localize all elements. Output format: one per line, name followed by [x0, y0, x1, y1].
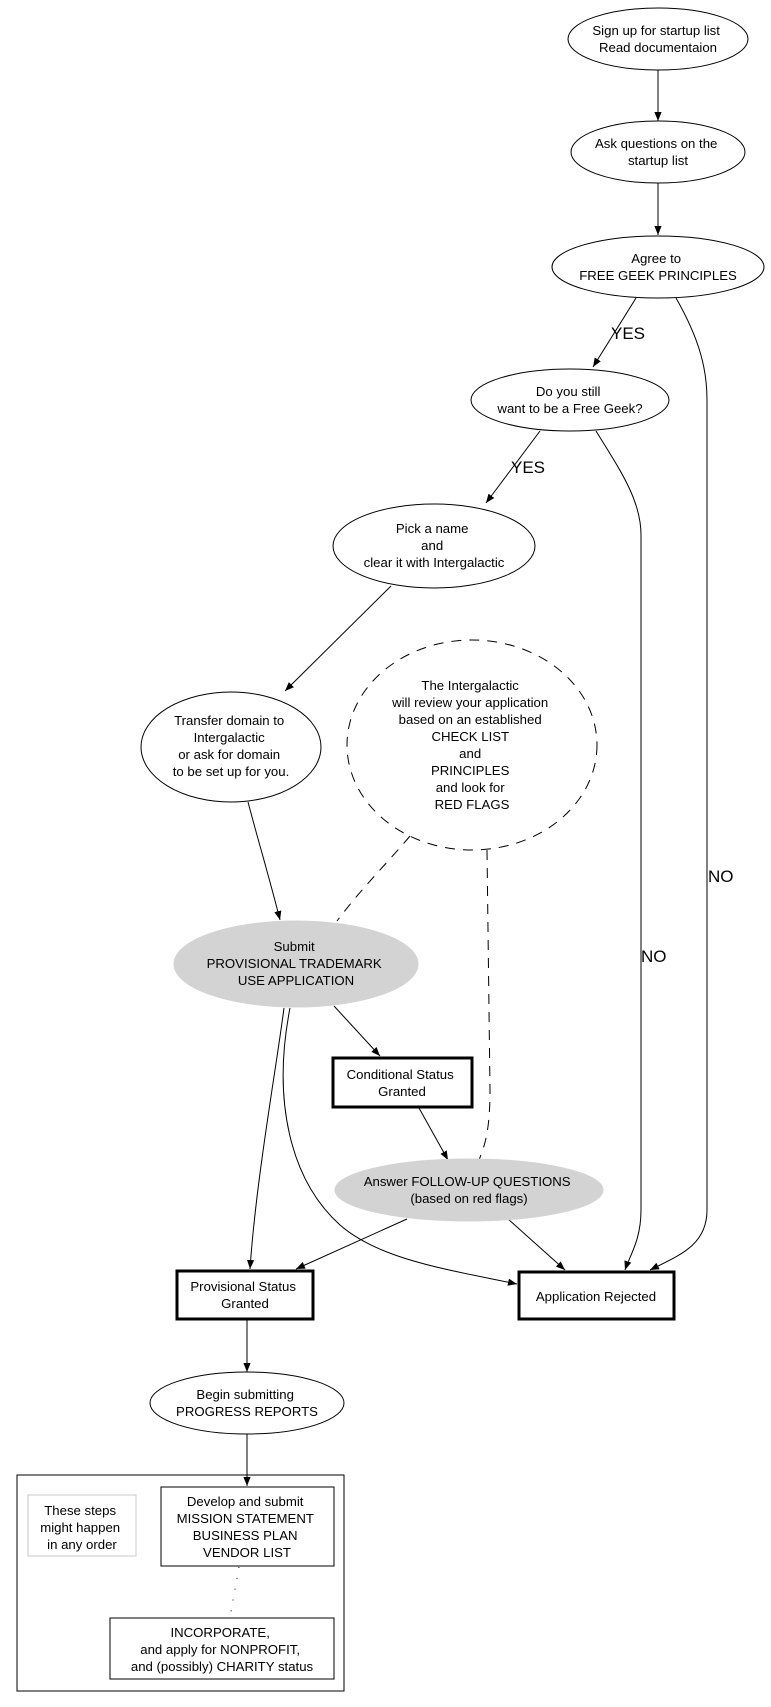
- node-answer-followup: Answer FOLLOW-UP QUESTIONS (based on red…: [334, 1158, 604, 1222]
- node-application-rejected: Application Rejected: [517, 1270, 676, 1321]
- svg-text:Answer FOLLOW-UP QUESTIONS: Answer FOLLOW-UP QUESTIONS (based on red…: [364, 1174, 575, 1206]
- edges: [229, 70, 708, 1618]
- edge-answer-to-provisional: [295, 1218, 408, 1270]
- edge-still-no-to-rejected: [595, 430, 642, 1271]
- node-incorporate: INCORPORATE, and apply for NONPROFIT, an…: [109, 1617, 335, 1680]
- edge-pick-to-transfer: [284, 585, 392, 692]
- edge-agree-no-to-rejected: [649, 297, 708, 1271]
- edge-label-agree-yes: YES: [611, 324, 645, 343]
- edge-submit-to-conditional: [333, 1005, 381, 1057]
- node-transfer-domain: Transfer domain to Intergalactic or ask …: [140, 691, 322, 803]
- svg-text:Conditional Status Grant: Conditional Status Granted: [347, 1067, 458, 1099]
- svg-text:Application Rejected: Application Rejected: [536, 1289, 656, 1304]
- svg-text:Agree to FREE GEEK PRINC: Agree to FREE GEEK PRINCIPLES: [579, 251, 737, 283]
- edge-review-to-answer: [478, 849, 491, 1161]
- any-order-cluster: [16, 1474, 345, 1692]
- node-conditional-status: Conditional Status Granted: [331, 1056, 474, 1109]
- edge-submit-to-provisional: [247, 1007, 285, 1270]
- edge-submit-to-rejected: [282, 1007, 518, 1286]
- note-box: [27, 1494, 137, 1557]
- edge-label-agree-no: NO: [708, 867, 734, 886]
- node-still-free-geek: Do you still want to be a Free Geek?: [470, 368, 670, 432]
- svg-text:INCORPORATE, and apply f: INCORPORATE, and apply for NONPROFIT, an…: [131, 1625, 314, 1674]
- note-text: These steps might happen in any order: [40, 1503, 124, 1552]
- svg-text:Develop and submit MISSI: Develop and submit MISSION STATEMENT BUS…: [177, 1494, 318, 1560]
- edge-label-still-no: NO: [641, 947, 667, 966]
- edge-develop-to-incorporate: [229, 1566, 240, 1618]
- svg-text:Do you still want to be: Do you still want to be a Free Geek?: [496, 384, 642, 416]
- node-ask-questions: Ask questions on the startup list: [570, 120, 746, 184]
- node-submit-application: Submit PROVISIONAL TRADEMARK USE APPLICA…: [173, 920, 419, 1008]
- svg-text:Pick a name and cl: Pick a name and clear it with Intergalac…: [364, 521, 505, 570]
- svg-text:Provisional Status Grant: Provisional Status Granted: [190, 1279, 299, 1311]
- node-pick-name: Pick a name and clear it with Intergalac…: [332, 503, 536, 589]
- node-develop-submit: Develop and submit MISSION STATEMENT BUS…: [160, 1486, 335, 1567]
- node-progress-reports: Begin submitting PROGRESS REPORTS: [149, 1371, 345, 1435]
- node-signup: Sign up for startup list Read documentai…: [567, 7, 749, 71]
- edge-transfer-to-submit: [247, 801, 282, 921]
- svg-text:Begin submitting PROGRES: Begin submitting PROGRESS REPORTS: [176, 1387, 318, 1419]
- edge-label-still-yes: YES: [511, 458, 545, 477]
- edge-answer-to-rejected: [507, 1218, 566, 1271]
- svg-text:Ask questions on the sta: Ask questions on the startup list: [595, 136, 721, 168]
- svg-text:Submit PROVISIONAL TRADE: Submit PROVISIONAL TRADEMARK USE APPLICA…: [207, 939, 386, 988]
- node-intergalactic-review: The Intergalactic will review your appli…: [346, 639, 598, 851]
- edge-conditional-to-answer: [418, 1107, 449, 1161]
- svg-text:The Intergalactic will r: The Intergalactic will review your appli…: [391, 678, 552, 812]
- node-agree-principles: Agree to FREE GEEK PRINCIPLES: [551, 235, 765, 299]
- svg-text:Transfer domain to Inter: Transfer domain to Intergalactic or ask …: [173, 713, 290, 779]
- edge-review-to-submit: [336, 835, 411, 922]
- edge-still-yes-to-pick: [485, 430, 541, 504]
- node-provisional-status: Provisional Status Granted: [175, 1269, 315, 1321]
- edge-agree-yes-to-still: [592, 297, 637, 368]
- svg-text:Sign up for startup list: Sign up for startup list Read documentai…: [592, 23, 723, 55]
